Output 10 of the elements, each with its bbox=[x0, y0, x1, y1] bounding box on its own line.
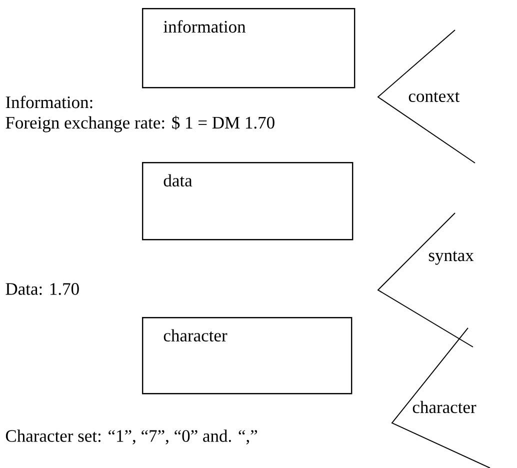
label-text: Information: bbox=[6, 96, 92, 108]
label-text: Character set: “1”, “7”, “0” and. “,” bbox=[6, 430, 258, 444]
text-box: character bbox=[142, 316, 352, 394]
label-text: Data: 1.70 bbox=[6, 283, 79, 295]
chevron-label: context bbox=[408, 92, 460, 102]
chevron-label: character bbox=[412, 400, 476, 414]
text-box: information bbox=[142, 8, 356, 88]
label-text: Foreign exchange rate: $ 1 = DM 1.70 bbox=[6, 116, 274, 132]
text-box: data bbox=[142, 162, 354, 240]
chevron-label: syntax bbox=[428, 251, 474, 265]
